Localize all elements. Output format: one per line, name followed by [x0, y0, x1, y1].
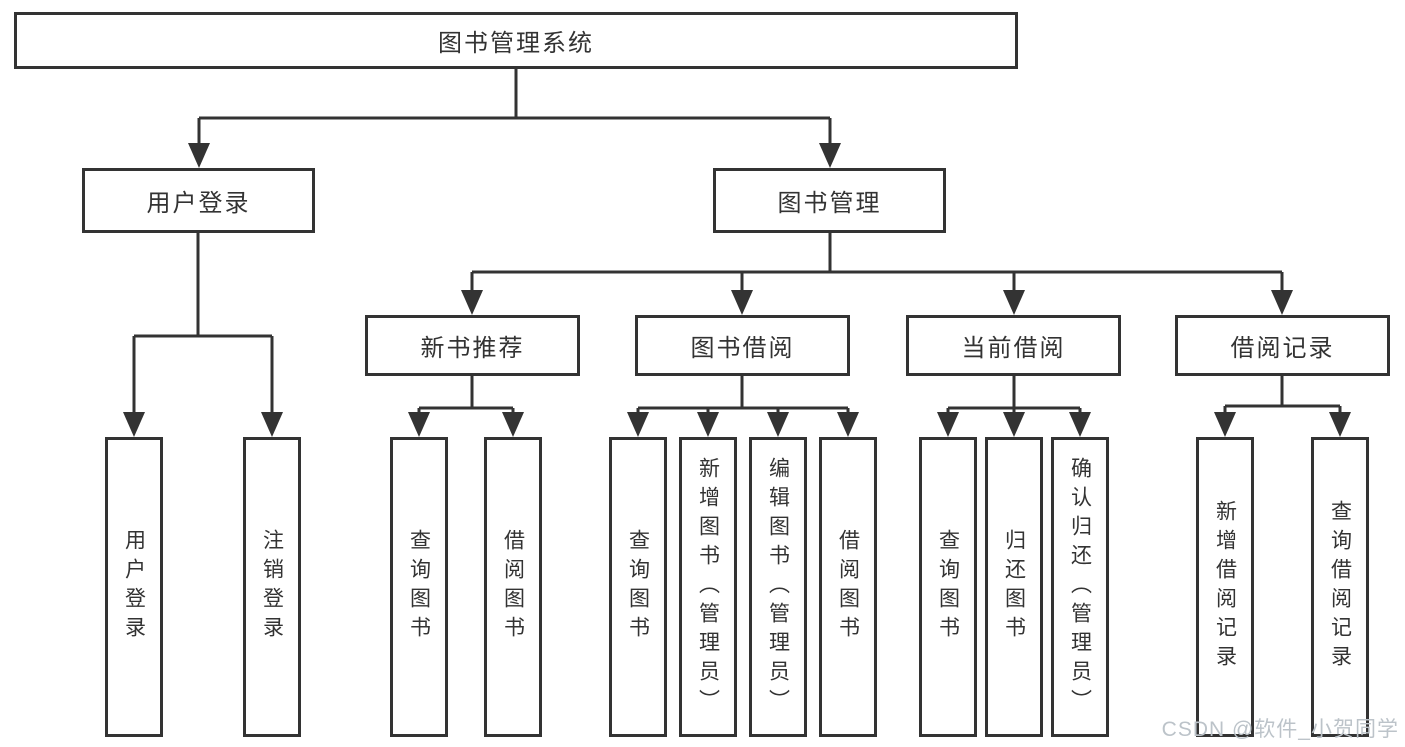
leaf-borrow-books-label: 借阅图书	[836, 529, 860, 645]
leaf-confirm-return-admin: 确认归还（管理员）	[1051, 437, 1109, 737]
leaf-return-books-label: 归还图书	[1002, 529, 1026, 645]
node-book-borrow-label: 图书借阅	[690, 335, 795, 362]
node-new-book-recommend: 新书推荐	[365, 315, 580, 376]
node-current-borrow: 当前借阅	[906, 315, 1121, 376]
arrowheads	[123, 143, 1351, 437]
leaf-recommend-query-books-label: 查询图书	[407, 529, 431, 645]
leaf-edit-books-admin: 编辑图书（管理员）	[749, 437, 807, 737]
leaf-add-borrow-record: 新增借阅记录	[1196, 437, 1254, 737]
node-borrow-record-label: 借阅记录	[1230, 335, 1335, 362]
node-user-login: 用户登录	[82, 168, 315, 233]
leaf-borrow-query-books-label: 查询图书	[626, 529, 650, 645]
leaf-confirm-return-admin-label: 确认归还（管理员）	[1068, 456, 1092, 718]
leaf-recommend-borrow-books-label: 借阅图书	[501, 529, 525, 645]
leaf-logout: 注销登录	[243, 437, 301, 737]
node-book-borrow: 图书借阅	[635, 315, 850, 376]
leaf-current-query-books-label: 查询图书	[936, 529, 960, 645]
node-root: 图书管理系统	[14, 12, 1018, 69]
leaf-edit-books-admin-label: 编辑图书（管理员）	[766, 456, 790, 718]
leaf-add-books-admin-label: 新增图书（管理员）	[696, 456, 720, 718]
leaf-add-books-admin: 新增图书（管理员）	[679, 437, 737, 737]
csdn-watermark: CSDN @软件_小贺同学	[1161, 718, 1399, 741]
node-book-management: 图书管理	[713, 168, 946, 233]
node-new-book-recommend-label: 新书推荐	[420, 335, 525, 362]
leaf-user-login: 用户登录	[105, 437, 163, 737]
leaf-current-query-books: 查询图书	[919, 437, 977, 737]
node-current-borrow-label: 当前借阅	[961, 335, 1066, 362]
leaf-recommend-borrow-books: 借阅图书	[484, 437, 542, 737]
node-book-management-label: 图书管理	[777, 190, 882, 217]
leaf-query-borrow-record: 查询借阅记录	[1311, 437, 1369, 737]
leaf-user-login-label: 用户登录	[122, 529, 146, 645]
leaf-logout-label: 注销登录	[260, 529, 284, 645]
leaf-add-borrow-record-label: 新增借阅记录	[1213, 500, 1237, 674]
node-user-login-label: 用户登录	[146, 190, 251, 217]
leaf-borrow-books: 借阅图书	[819, 437, 877, 737]
leaf-return-books: 归还图书	[985, 437, 1043, 737]
leaf-query-borrow-record-label: 查询借阅记录	[1328, 500, 1352, 674]
leaf-borrow-query-books: 查询图书	[609, 437, 667, 737]
node-borrow-record: 借阅记录	[1175, 315, 1390, 376]
node-root-label: 图书管理系统	[438, 30, 594, 57]
leaf-recommend-query-books: 查询图书	[390, 437, 448, 737]
